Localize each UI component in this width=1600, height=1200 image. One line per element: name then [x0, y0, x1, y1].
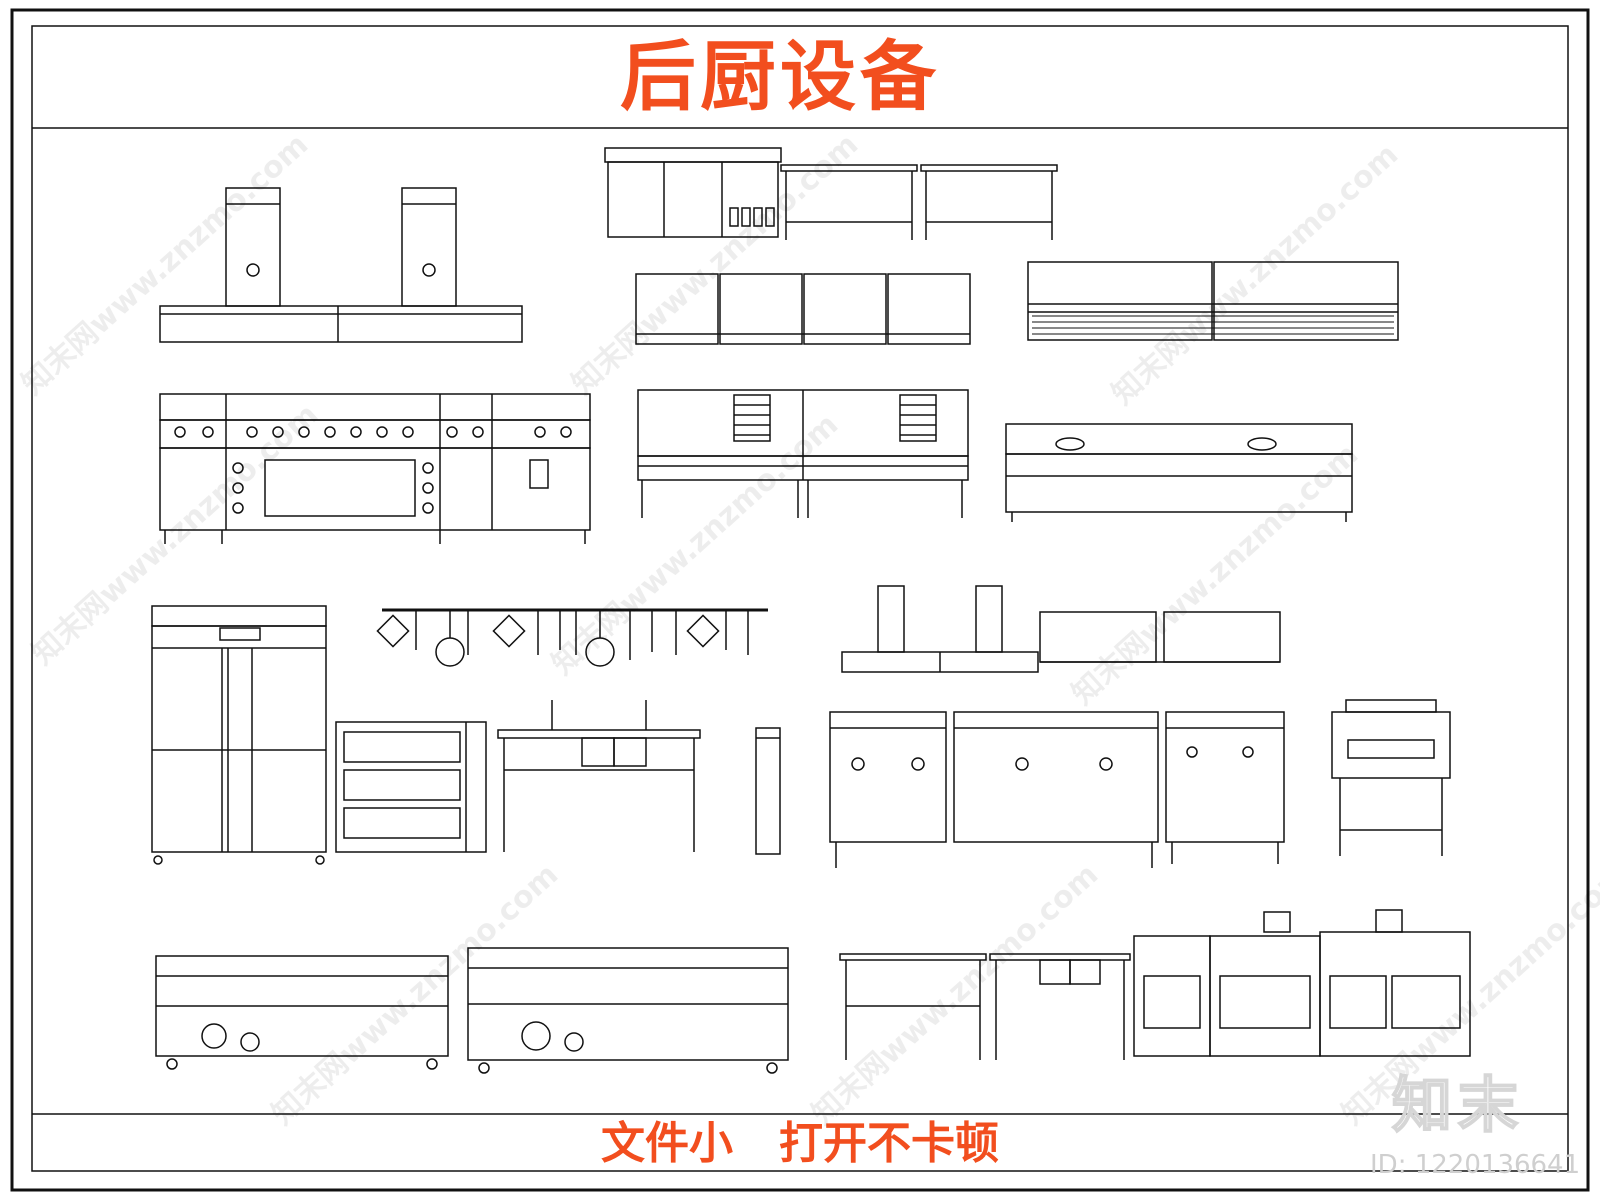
combination-cooking-range — [159, 393, 591, 544]
long-wok-range — [1005, 423, 1353, 522]
chinese-wok-range-with-steamers — [637, 389, 969, 518]
image-id-watermark: ID: 1220136641 — [1370, 1150, 1581, 1180]
stainless-work-tables — [780, 164, 1058, 240]
hood-pair-right — [841, 585, 1281, 673]
wall-cabinet-panels — [635, 273, 971, 345]
refrigerated-worktable — [604, 147, 782, 238]
mobile-prep-counter-left — [155, 955, 449, 1070]
range-hood-double-chimney — [159, 187, 523, 343]
upright-four-door-refrigerator — [151, 605, 327, 865]
deck-oven — [335, 721, 487, 853]
brand-watermark-logo: 知末 — [1391, 1071, 1524, 1141]
footer-slogan: 文件小 打开不卡顿 — [601, 1118, 999, 1169]
griddle-fryer-ranges — [829, 711, 1285, 868]
work-table-and-sink-bottom — [839, 953, 1131, 1060]
gas-range-row-with-ovens — [1133, 909, 1471, 1057]
stock-pot-stove — [1331, 699, 1451, 856]
sink-work-table — [497, 700, 701, 852]
hanging-utensil-rail — [376, 608, 768, 667]
wall-hood-long — [1027, 261, 1399, 341]
page-title: 后厨设备 — [620, 32, 940, 121]
fryer-partial — [755, 727, 781, 855]
sheet-frame — [10, 8, 1590, 1192]
mobile-prep-counter-right — [467, 947, 789, 1074]
